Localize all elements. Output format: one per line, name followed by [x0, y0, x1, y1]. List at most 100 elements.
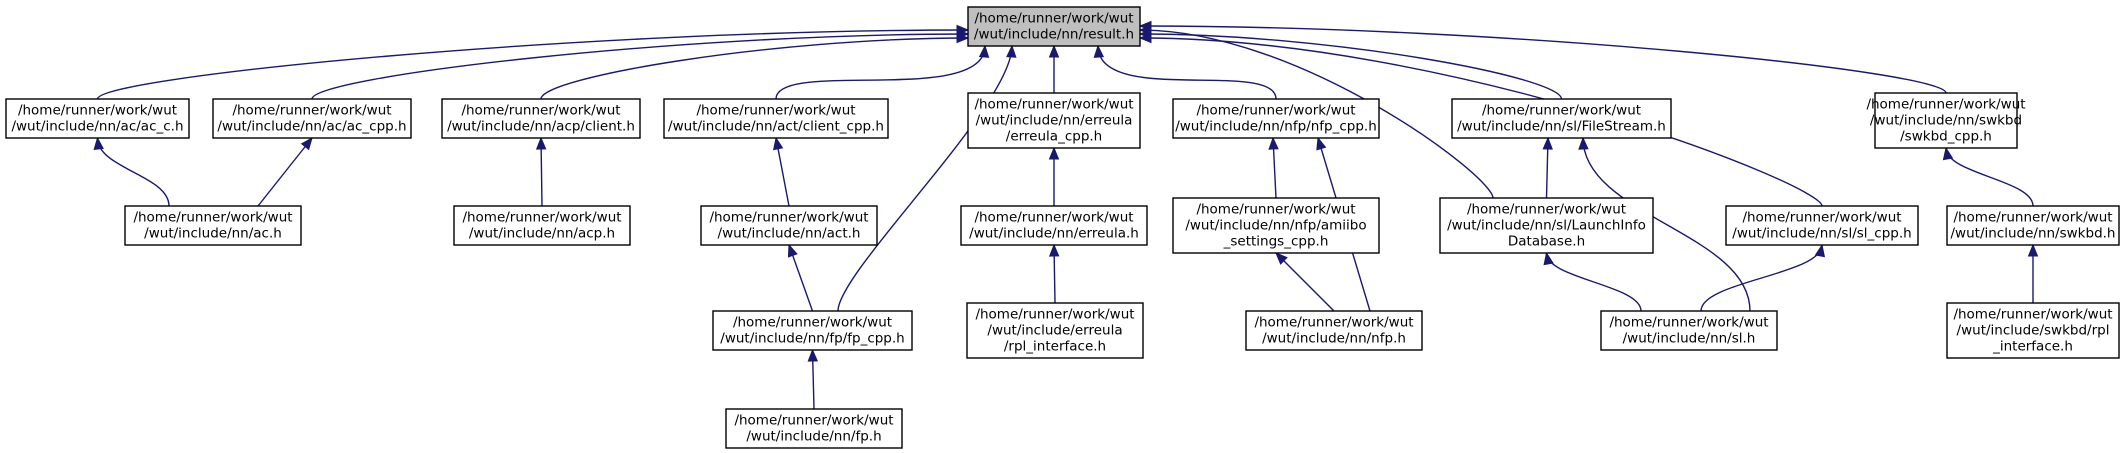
node-launchinfo[interactable]: /home/runner/work/wut/wut/include/nn/sl/…	[1439, 197, 1654, 254]
node-sl[interactable]: /home/runner/work/wut/wut/include/nn/sl.…	[1600, 310, 1778, 351]
node-label-line: /home/runner/work/wut	[733, 315, 892, 331]
arrowhead	[2027, 243, 2039, 257]
node-acp-client[interactable]: /home/runner/work/wut/wut/include/nn/acp…	[441, 98, 641, 139]
node-box	[712, 310, 913, 351]
node-filestream[interactable]: /home/runner/work/wut/wut/include/nn/sl/…	[1451, 98, 1672, 139]
node-label-line: /home/runner/work/wut	[462, 210, 621, 226]
dependency-edge	[775, 45, 986, 100]
node-box	[124, 205, 302, 246]
node-label-line: /wut/include/nn/fp.h	[746, 429, 881, 445]
node-ac[interactable]: /home/runner/work/wut/wut/include/nn/ac.…	[124, 205, 302, 246]
node-label-line: /wut/include/nn/ac.h	[144, 226, 282, 242]
node-label-line: /erreula_cpp.h	[1006, 129, 1102, 145]
node-label-line: /wut/include/nn/nfp.h	[1262, 331, 1406, 347]
node-rpl-swkbd[interactable]: /home/runner/work/wut/wut/include/swkbd/…	[1946, 302, 2120, 359]
node-box	[1600, 310, 1778, 351]
node-ac-cpp[interactable]: /home/runner/work/wut/wut/include/nn/ac/…	[212, 98, 412, 139]
arrowhead	[1048, 146, 1060, 160]
node-label-line: /home/runner/work/wut	[1742, 210, 1901, 226]
node-label-line: /home/runner/work/wut	[975, 307, 1134, 323]
node-amiibo[interactable]: /home/runner/work/wut/wut/include/nn/nfp…	[1172, 197, 1380, 254]
node-label-line: /wut/include/nn/sl/LaunchInfo	[1447, 218, 1646, 234]
node-box	[1874, 92, 2018, 149]
node-swkbd[interactable]: /home/runner/work/wut/wut/include/nn/swk…	[1946, 205, 2120, 246]
arrowhead	[300, 136, 313, 151]
node-box	[967, 92, 1141, 149]
arrowhead	[1048, 243, 1060, 257]
node-label-line: /home/runner/work/wut	[1482, 103, 1641, 119]
arrowhead	[773, 136, 784, 151]
node-fp-cpp[interactable]: /home/runner/work/wut/wut/include/nn/fp/…	[712, 310, 913, 351]
dependency-edge	[1945, 147, 2034, 207]
node-erreula-cpp[interactable]: /home/runner/work/wut/wut/include/nn/err…	[967, 92, 1141, 149]
arrowhead	[1048, 44, 1060, 58]
node-label-line: Database.h	[1508, 234, 1585, 250]
dependency-edge	[1139, 25, 1947, 94]
arrowhead	[1814, 243, 1826, 258]
graph-nodes: /home/runner/work/wut/wut/include/nn/res…	[5, 6, 2120, 449]
node-label-line: /home/runner/work/wut	[974, 210, 1133, 226]
dependency-edge	[837, 45, 1013, 312]
node-label-line: /home/runner/work/wut	[709, 210, 868, 226]
node-box	[5, 98, 190, 139]
node-label-line: /wut/include/nn/sl/FileStream.h	[1457, 119, 1666, 135]
dependency-edge	[1097, 45, 1277, 100]
dependency-edge	[1545, 252, 1642, 312]
dependency-edge	[257, 137, 313, 207]
node-label-line: /home/runner/work/wut	[1254, 315, 1413, 331]
node-box	[453, 205, 631, 246]
node-box	[441, 98, 641, 139]
node-label-line: /home/runner/work/wut	[734, 413, 893, 429]
arrowhead	[1093, 44, 1105, 58]
node-box	[212, 98, 412, 139]
node-label-line: /rpl_interface.h	[1004, 339, 1106, 355]
node-swkbd-cpp[interactable]: /home/runner/work/wut/wut/include/nn/swk…	[1866, 92, 2026, 149]
dependency-edge	[96, 137, 170, 207]
dependency-edge	[540, 37, 969, 100]
arrowhead	[535, 136, 547, 150]
node-box	[700, 205, 878, 246]
arrowhead	[93, 136, 104, 150]
arrowhead	[1006, 44, 1017, 58]
node-box	[960, 205, 1148, 246]
arrowhead	[1942, 146, 1954, 161]
node-label-line: /home/runner/work/wut	[974, 11, 1133, 27]
node-act[interactable]: /home/runner/work/wut/wut/include/nn/act…	[700, 205, 878, 246]
node-label-line: /home/runner/work/wut	[232, 103, 391, 119]
node-label-line: /wut/include/nn/erreula	[976, 113, 1133, 129]
node-label-line: /home/runner/work/wut	[1866, 97, 2025, 113]
arrowhead	[1268, 136, 1279, 150]
node-act-client-cpp[interactable]: /home/runner/work/wut/wut/include/nn/act…	[663, 98, 889, 139]
node-box	[1946, 205, 2120, 246]
node-label-line: /wut/include/nn/fp/fp_cpp.h	[720, 331, 904, 347]
node-label-line: /wut/include/erreula	[987, 323, 1122, 339]
node-box	[1946, 302, 2120, 359]
arrowhead	[956, 32, 970, 44]
node-box	[1172, 98, 1380, 139]
node-label-line: /wut/include/nn/ac/ac_c.h	[11, 119, 183, 135]
node-box	[1725, 205, 1919, 246]
node-sl-cpp[interactable]: /home/runner/work/wut/wut/include/nn/sl/…	[1725, 205, 1919, 246]
node-result[interactable]: /home/runner/work/wut/wut/include/nn/res…	[967, 6, 1141, 47]
node-label-line: /home/runner/work/wut	[696, 103, 855, 119]
node-label-line: /home/runner/work/wut	[974, 97, 1133, 113]
arrowhead	[1138, 32, 1152, 44]
node-label-line: /home/runner/work/wut	[133, 210, 292, 226]
arrowhead	[1138, 20, 1152, 32]
node-label-line: /home/runner/work/wut	[1196, 103, 1355, 119]
node-label-line: /home/runner/work/wut	[461, 103, 620, 119]
node-erreula[interactable]: /home/runner/work/wut/wut/include/nn/err…	[960, 205, 1148, 246]
node-label-line: /wut/include/nn/nfp/nfp_cpp.h	[1175, 119, 1377, 135]
node-acp[interactable]: /home/runner/work/wut/wut/include/nn/acp…	[453, 205, 631, 246]
node-label-line: /wut/include/nn/swkbd.h	[1951, 226, 2116, 242]
node-rpl-erreula[interactable]: /home/runner/work/wut/wut/include/erreul…	[966, 302, 1144, 359]
node-fp[interactable]: /home/runner/work/wut/wut/include/nn/fp.…	[725, 408, 903, 449]
node-nfp[interactable]: /home/runner/work/wut/wut/include/nn/nfp…	[1245, 310, 1423, 351]
node-label-line: _settings_cpp.h	[1223, 234, 1329, 250]
arrowhead	[807, 348, 819, 362]
node-nfp-cpp[interactable]: /home/runner/work/wut/wut/include/nn/nfp…	[1172, 98, 1380, 139]
dependency-edge	[1139, 33, 1563, 100]
dependency-edge	[1275, 252, 1335, 312]
node-ac-c[interactable]: /home/runner/work/wut/wut/include/nn/ac/…	[5, 98, 190, 139]
